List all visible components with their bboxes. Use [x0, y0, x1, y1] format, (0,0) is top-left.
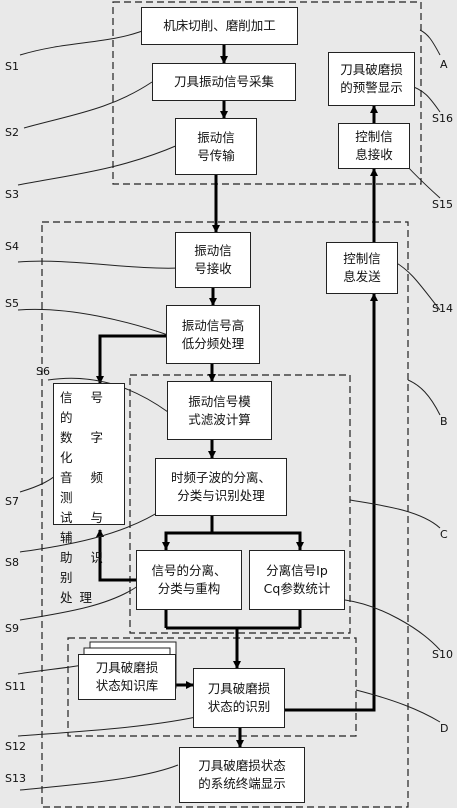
box-s15-control-receive: 控制信 息接收 [338, 123, 410, 169]
region-c [129, 374, 351, 634]
box-s3-signal-transmission: 振动信 号传输 [175, 118, 257, 175]
label-region-b: B [440, 415, 448, 428]
box-s16-warning-display: 刀具破磨损 的预警显示 [328, 52, 415, 106]
label-s16: S16 [432, 112, 453, 125]
label-s12: S12 [5, 740, 26, 753]
label-s11: S11 [5, 680, 26, 693]
box-s2-signal-acquisition: 刀具振动信号采集 [152, 63, 296, 101]
label-s4: S4 [5, 240, 19, 253]
box-s1-machining: 机床切削、磨削加工 [141, 7, 298, 45]
box-s5-frequency-processing: 振动信号高 低分频处理 [166, 305, 260, 364]
label-region-c: C [440, 528, 448, 541]
label-s3: S3 [5, 188, 19, 201]
region-a [112, 1, 422, 185]
box-s12-state-identification: 刀具破磨损 状态的识别 [193, 668, 285, 728]
label-s10: S10 [432, 648, 453, 661]
label-s5: S5 [5, 297, 19, 310]
label-s1: S1 [5, 60, 19, 73]
region-b [41, 221, 409, 808]
box-s8-wavelet-separation: 时频子波的分离、 分类与识别处理 [155, 458, 287, 516]
box-s13-terminal-display: 刀具破磨损状态 的系统终端显示 [179, 747, 305, 803]
label-s9: S9 [5, 622, 19, 635]
label-s15: S15 [432, 198, 453, 211]
box-s4-signal-reception: 振动信 号接收 [175, 232, 251, 288]
label-s8: S8 [5, 556, 19, 569]
box-s7-audio-test: 信 号 的 数 字 化 音 频 测 试 与 辅 助 识 别 处理 [53, 383, 125, 605]
label-s13: S13 [5, 772, 26, 785]
label-region-a: A [440, 58, 448, 71]
region-d [67, 637, 357, 737]
label-s7: S7 [5, 495, 19, 508]
box-s10-parameter-statistics: 分离信号Ip Cq参数统计 [249, 550, 345, 610]
box-s14-control-send: 控制信 息发送 [326, 242, 398, 294]
label-region-d: D [440, 722, 449, 735]
box-s9-signal-reconstruction: 信号的分离、 分类与重构 [136, 550, 242, 610]
box-s6-mode-filtering: 振动信号模 式滤波计算 [167, 381, 272, 440]
label-s2: S2 [5, 126, 19, 139]
label-s6: S6 [36, 365, 50, 378]
label-s14: S14 [432, 302, 453, 315]
box-s11-knowledge-base: 刀具破磨损 状态知识库 [78, 654, 176, 700]
